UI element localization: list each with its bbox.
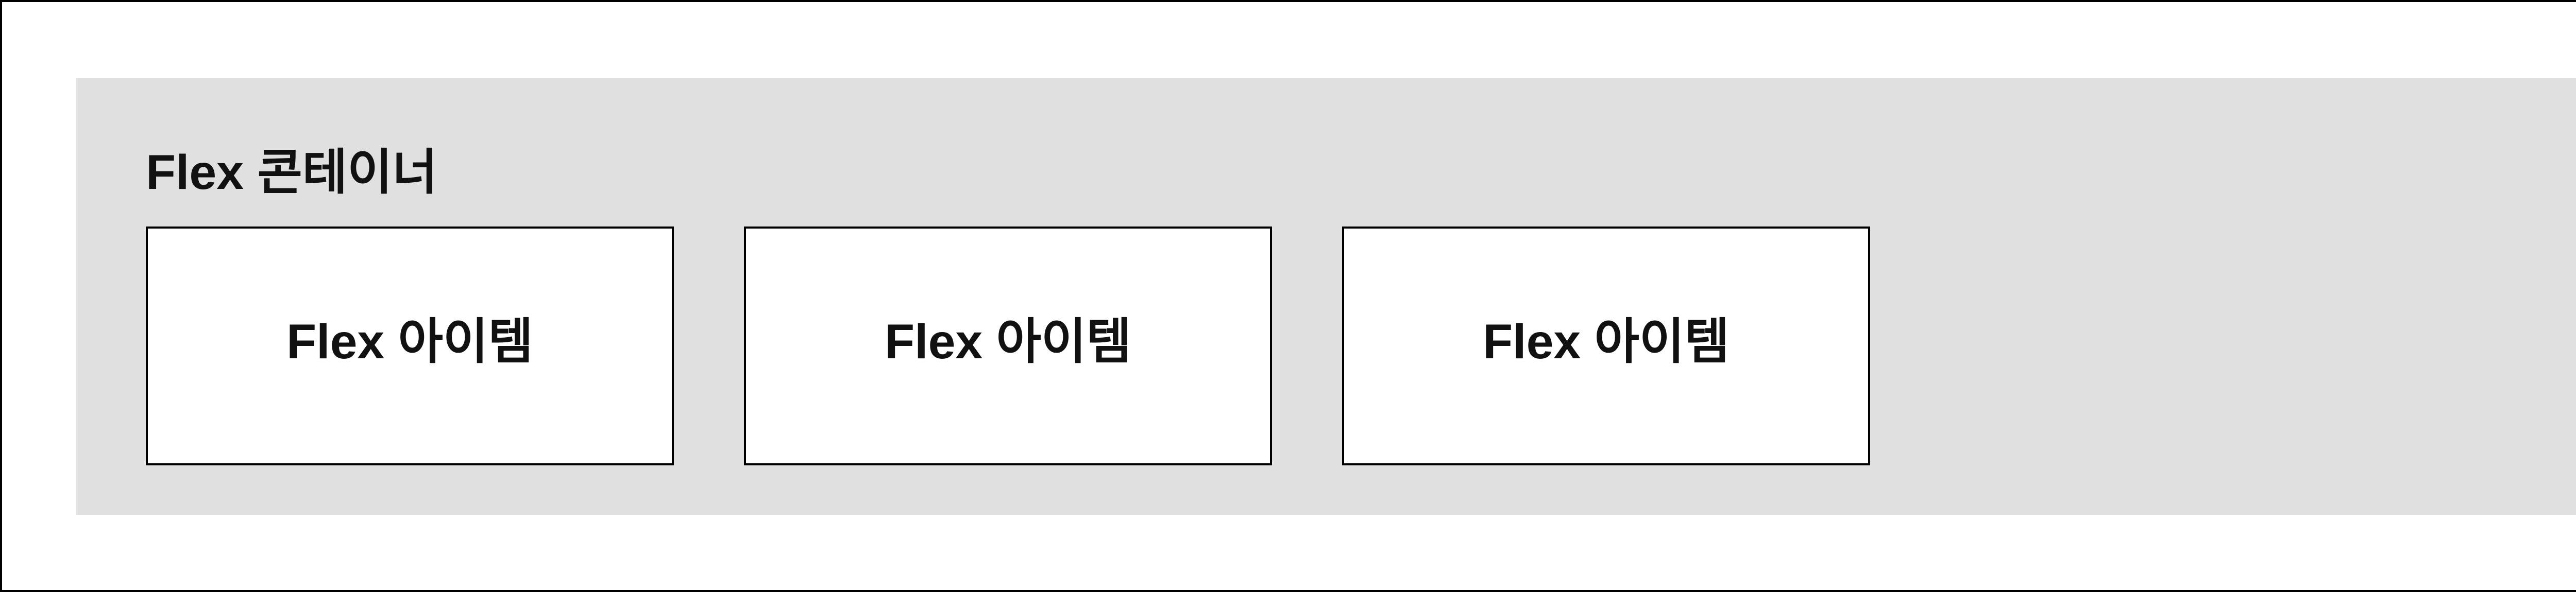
flex-item-3-label: Flex 아이템: [1483, 314, 1730, 369]
flex-container: Flex 콘테이너 Flex 아이템 Flex 아이템 Flex 아이템: [76, 78, 2576, 515]
flex-item-1: Flex 아이템: [146, 227, 674, 465]
flex-item-2: Flex 아이템: [744, 227, 1272, 465]
flex-item-3: Flex 아이템: [1342, 227, 1870, 465]
flex-container-label: Flex 콘테이너: [146, 145, 438, 200]
flex-item-2-label: Flex 아이템: [885, 314, 1131, 369]
flex-items-row: Flex 아이템 Flex 아이템 Flex 아이템: [146, 227, 2576, 465]
flex-item-1-label: Flex 아이템: [286, 314, 533, 369]
